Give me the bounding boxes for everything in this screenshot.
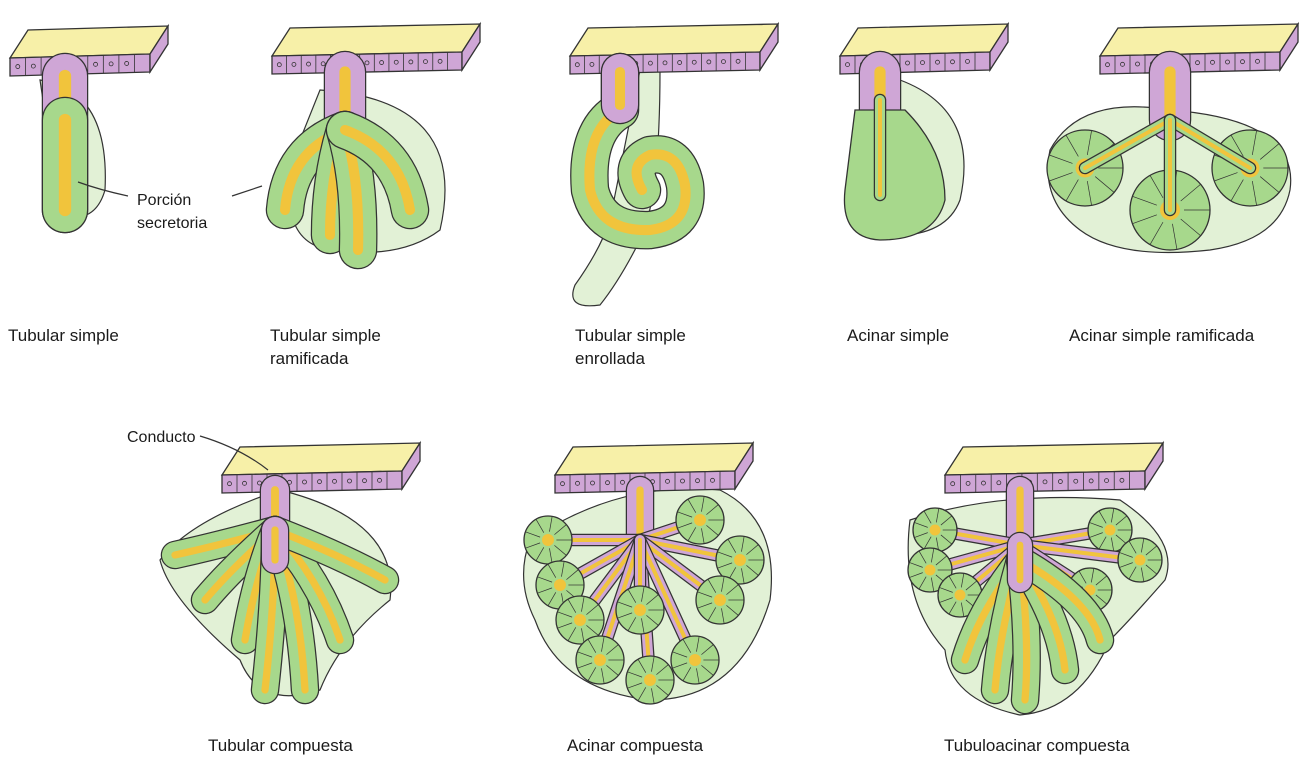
caption-acinar-simple: Acinar simple <box>847 326 949 345</box>
secretory-label-line1: Porción <box>137 192 191 209</box>
gland-tubular-simple <box>10 26 168 217</box>
coiled-surface-cells <box>570 52 760 74</box>
compound-tubuloacinar-acinus-2-acinus-lumen <box>955 590 966 601</box>
gland-acinar-compuesta <box>524 443 772 704</box>
compound-acinar-1-acinus-lumen <box>554 579 566 591</box>
acinar-branched-surface-top <box>1100 24 1298 56</box>
compound-tubuloacinar-acinus-3-acinus-lumen <box>1105 525 1116 536</box>
caption-tubuloacinar-compuesta: Tubuloacinar compuesta <box>944 736 1130 755</box>
compound-acinar-7-acinus-lumen <box>644 674 656 686</box>
compound-tubuloacinar-acinus-0-acinus-lumen <box>930 525 941 536</box>
coiled-surface-top <box>570 24 778 56</box>
compound-acinar-9-acinus-lumen <box>634 604 646 616</box>
compound-acinar-3-acinus-lumen <box>694 514 706 526</box>
compound-tubuloacinar-acinus-4-acinus-lumen <box>1135 555 1146 566</box>
compound-acinar-surface-top <box>555 443 753 475</box>
caption-tubular-simple-ramificada-line2: ramificada <box>270 349 349 368</box>
compound-tubuloacinar-surface-top <box>945 443 1163 475</box>
gland-tubuloacinar-compuesta <box>908 443 1168 715</box>
caption-tubular-simple-enrollada-line1: Tubular simple <box>575 326 686 345</box>
compound-acinar-2-acinus-lumen <box>574 614 586 626</box>
caption-tubular-compuesta: Tubular compuesta <box>208 736 353 755</box>
gland-tubular-compuesta <box>160 443 420 696</box>
gland-acinar-simple <box>840 24 1008 240</box>
caption-tubular-simple-enrollada-line2: enrollada <box>575 349 645 368</box>
duct-label: Conducto <box>127 429 196 446</box>
tubular-branched-surface-top <box>272 24 480 56</box>
compound-tubuloacinar-surface-cells <box>945 471 1145 493</box>
secretory-leader-line-right <box>232 186 262 196</box>
compound-acinar-5-acinus-lumen <box>714 594 726 606</box>
compound-acinar-8-acinus-lumen <box>689 654 701 666</box>
caption-acinar-compuesta: Acinar compuesta <box>567 736 704 755</box>
gland-tubular-simple-ramificada <box>272 24 480 253</box>
gland-tubular-simple-enrollada <box>570 24 778 306</box>
compound-acinar-4-acinus-lumen <box>734 554 746 566</box>
tubular-branched-surface-cells <box>272 52 462 74</box>
secretory-label-line2: secretoria <box>137 215 207 232</box>
compound-tubuloacinar-acinus-1-acinus-lumen <box>925 565 936 576</box>
compound-acinar-0-acinus-lumen <box>542 534 554 546</box>
caption-tubular-simple-ramificada-line1: Tubular simple <box>270 326 381 345</box>
compound-acinar-6-acinus-lumen <box>594 654 606 666</box>
caption-tubular-simple: Tubular simple <box>8 326 119 345</box>
tubular-simple-surface-top <box>10 26 168 58</box>
acinar-surface-top <box>840 24 1008 56</box>
caption-acinar-simple-ramificada: Acinar simple ramificada <box>1069 326 1255 345</box>
gland-acinar-simple-ramificada <box>1047 24 1298 253</box>
